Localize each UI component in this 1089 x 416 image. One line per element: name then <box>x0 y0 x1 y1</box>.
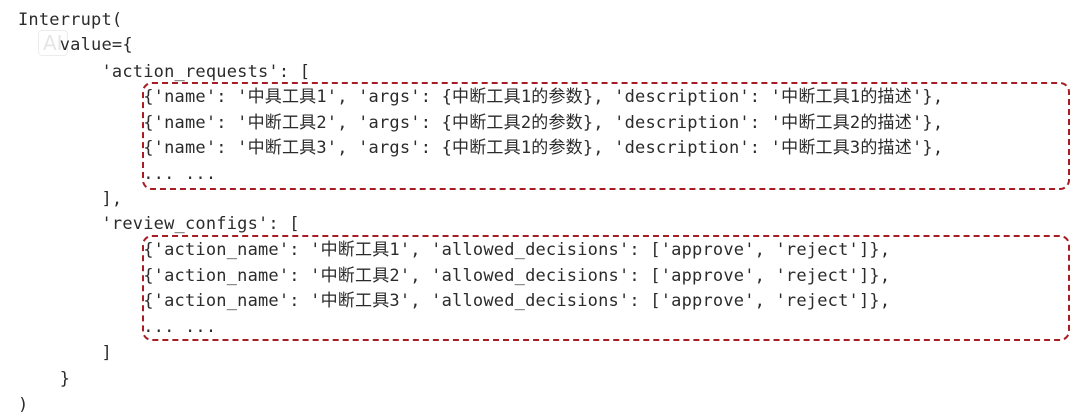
code-line-10: {'action_name': '中断工具1', 'allowed_decisi… <box>18 240 891 260</box>
code-line-4: {'name': '中具工具1', 'args': {中断工具1的参数}, 'd… <box>18 87 944 107</box>
code-line-15: } <box>18 369 71 389</box>
code-line-12: {'action_name': '中断工具3', 'allowed_decisi… <box>18 291 891 311</box>
review-configs-highlight-box <box>142 235 1070 341</box>
code-line-6: {'name': '中断工具3', 'args': {中断工具1的参数}, 'd… <box>18 138 944 158</box>
code-line-2: value={ <box>18 35 133 55</box>
code-line-3: 'action_requests': [ <box>18 62 311 82</box>
code-line-8: ], <box>18 189 123 209</box>
code-line-16: ) <box>18 395 29 415</box>
action-requests-highlight-box <box>142 82 1070 190</box>
code-line-1: Interrupt( <box>18 10 123 30</box>
code-line-5: {'name': '中断工具2', 'args': {中断工具2的参数}, 'd… <box>18 113 944 133</box>
code-line-9: 'review_configs': [ <box>18 214 300 234</box>
code-line-14: ] <box>18 343 112 363</box>
code-line-7: ... ... <box>18 164 217 184</box>
code-line-13: ... ... <box>18 317 217 337</box>
code-line-11: {'action_name': '中断工具2', 'allowed_decisi… <box>18 266 891 286</box>
